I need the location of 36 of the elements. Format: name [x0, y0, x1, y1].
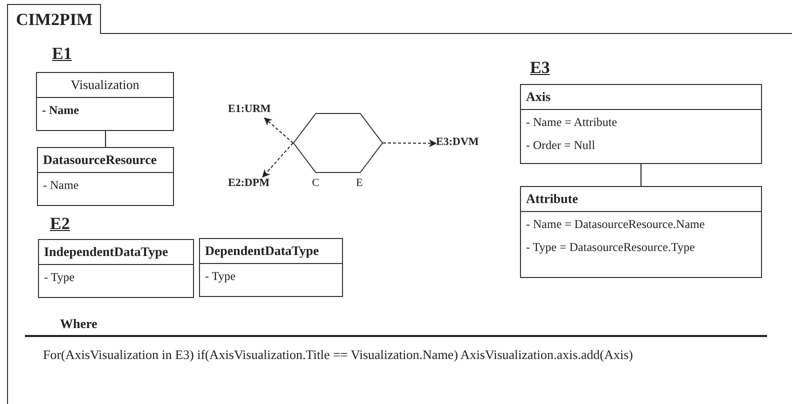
class-name: Axis: [521, 85, 761, 110]
attribute-text: - Type: [204, 268, 237, 285]
model-label: E2:DPM: [228, 177, 284, 192]
class-box: [199, 238, 343, 297]
class-box: [520, 84, 762, 164]
connector-line: [640, 164, 642, 186]
class-name: IndependentDataType: [39, 240, 193, 265]
attribute-text: - Name: [42, 177, 80, 194]
dashed-arrow: [382, 139, 437, 148]
attribute-text: - Order = Null: [525, 137, 596, 154]
class-name: Attribute: [521, 187, 761, 212]
attribute-text: - Type = DatasourceResource.Type: [525, 239, 696, 256]
frame-title: CIM2PIM: [7, 4, 102, 34]
rule-text: For(AxisVisualization in E3) if(AxisVisualization.Title == Visualization.Name) AxisVisualization.axis.add(Axis): [43, 347, 633, 363]
model-label: E1:URM: [228, 103, 284, 118]
attribute-text: - Name: [41, 102, 80, 119]
attribute-text: - Type: [43, 269, 76, 286]
section-heading: E1: [52, 44, 72, 64]
where-heading: Where: [60, 316, 98, 332]
class-box: [37, 147, 174, 206]
dashed-arrow: [262, 142, 294, 178]
vertex-label: C: [312, 177, 320, 189]
section-heading: E3: [530, 58, 550, 78]
dashed-arrow: [264, 117, 294, 144]
class-name: DependentDataType: [200, 239, 342, 264]
attribute-text: - Name = DatasourceResource.Name: [525, 216, 706, 233]
class-box: [36, 72, 174, 131]
model-label: E3:DVM: [436, 136, 492, 151]
class-name: DatasourceResource: [38, 148, 173, 173]
section-heading: E2: [50, 214, 70, 234]
class-box: [38, 239, 194, 298]
class-box: [520, 186, 762, 278]
class-name: Visualization: [37, 73, 173, 98]
attribute-text: - Name = Attribute: [525, 114, 618, 131]
connector-line: [105, 130, 106, 148]
vertex-label: E: [356, 177, 363, 189]
